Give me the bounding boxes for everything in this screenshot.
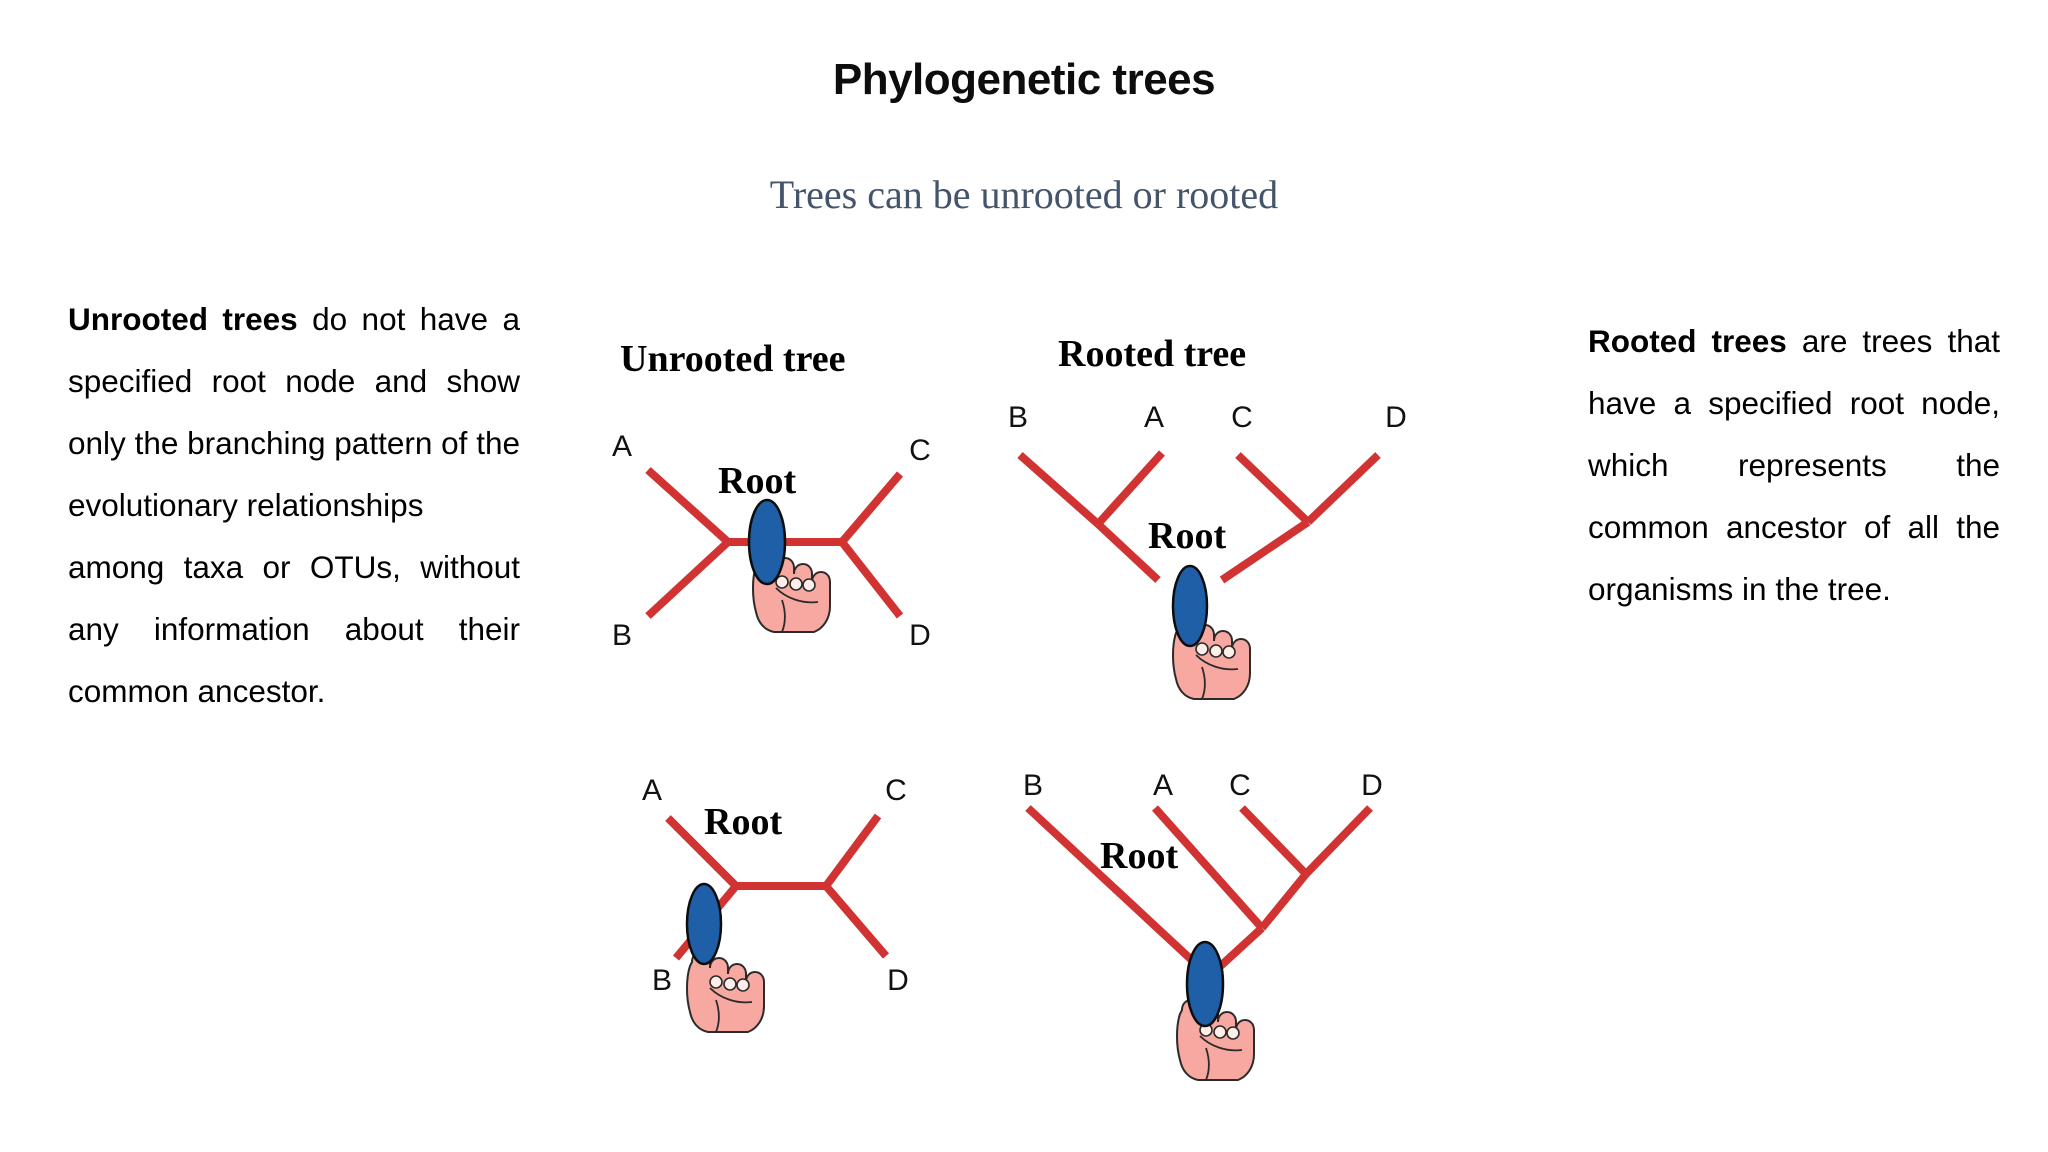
root-marker-ellipse	[747, 498, 787, 586]
taxon-label-C: C	[1231, 401, 1253, 434]
branch-B	[645, 539, 731, 619]
rooted-description-lead: Rooted trees	[1588, 323, 1787, 359]
unrooted-description-body2: among taxa or OTUs, without any informat…	[68, 549, 520, 709]
taxon-label-B: B	[612, 619, 632, 652]
taxon-label-A: A	[642, 774, 662, 807]
taxon-label-B: B	[1008, 401, 1028, 434]
branch-CD-stem	[1258, 871, 1310, 931]
root-label: Root	[1100, 835, 1178, 877]
branch-C	[822, 813, 882, 889]
taxon-label-A: A	[1153, 769, 1173, 802]
rooted-tree-bottom: B A C D Root	[1000, 768, 1420, 1081]
branch-B	[1025, 805, 1199, 967]
root-label: Root	[718, 460, 796, 502]
branch-B	[1017, 452, 1101, 527]
unrooted-description: Unrooted trees do not have a specified r…	[68, 288, 520, 722]
rooted-description-body: are trees that have a specified root nod…	[1588, 323, 2000, 607]
rooted-tree-top: B A C D Root	[1008, 400, 1410, 700]
branch-BA-stem	[1095, 521, 1161, 583]
unrooted-description-body: do not have a specified root node and sh…	[68, 301, 520, 523]
branch-C	[1235, 452, 1311, 525]
taxon-label-B: B	[1023, 769, 1043, 802]
branch-D	[1303, 805, 1373, 877]
branch-A	[665, 815, 739, 889]
unrooted-tree-top-svg: A B C D Root	[612, 430, 931, 652]
branch-C	[1239, 805, 1309, 877]
taxon-label-C: C	[885, 774, 907, 807]
unrooted-tree-bottom: A B C D Root	[600, 768, 960, 1048]
taxon-label-D: D	[1361, 769, 1383, 802]
unrooted-description-lead: Unrooted trees	[68, 301, 298, 337]
root-label: Root	[1148, 515, 1226, 557]
root-marker-ellipse	[1185, 940, 1225, 1028]
branch-A	[1095, 450, 1165, 527]
rooted-tree-top-svg: B A C D Root	[1008, 401, 1407, 700]
taxon-label-D: D	[909, 619, 931, 652]
branch-C	[838, 471, 904, 545]
branch-D	[822, 883, 890, 959]
taxon-label-B: B	[652, 964, 672, 997]
rooted-description: Rooted trees are trees that have a speci…	[1588, 310, 2000, 620]
root-label: Root	[704, 801, 782, 843]
branch-D	[838, 539, 904, 619]
root-marker-ellipse	[685, 882, 723, 966]
rooted-tree-caption: Rooted tree	[1058, 333, 1247, 375]
branch-D	[1305, 452, 1381, 525]
branch-CD-stem	[1219, 518, 1311, 584]
unrooted-tree-bottom-svg: A B C D Root	[642, 774, 909, 1033]
rooted-tree-bottom-svg: B A C D Root	[1023, 769, 1383, 1081]
page-title: Phylogenetic trees	[832, 55, 1216, 104]
taxon-label-C: C	[1229, 769, 1251, 802]
unrooted-tree-top: A B C D Root	[600, 430, 940, 690]
taxon-label-A: A	[1144, 401, 1164, 434]
hand-icon	[686, 950, 765, 1033]
branch-A	[1152, 805, 1265, 931]
taxon-label-D: D	[1385, 401, 1407, 434]
taxon-label-A: A	[612, 430, 632, 463]
page-subtitle: Trees can be unrooted or rooted	[769, 172, 1279, 217]
root-marker-ellipse	[1171, 564, 1209, 648]
unrooted-tree-caption: Unrooted tree	[620, 338, 846, 380]
branch-A	[645, 467, 731, 545]
taxon-label-D: D	[887, 964, 909, 997]
taxon-label-C: C	[909, 434, 931, 467]
